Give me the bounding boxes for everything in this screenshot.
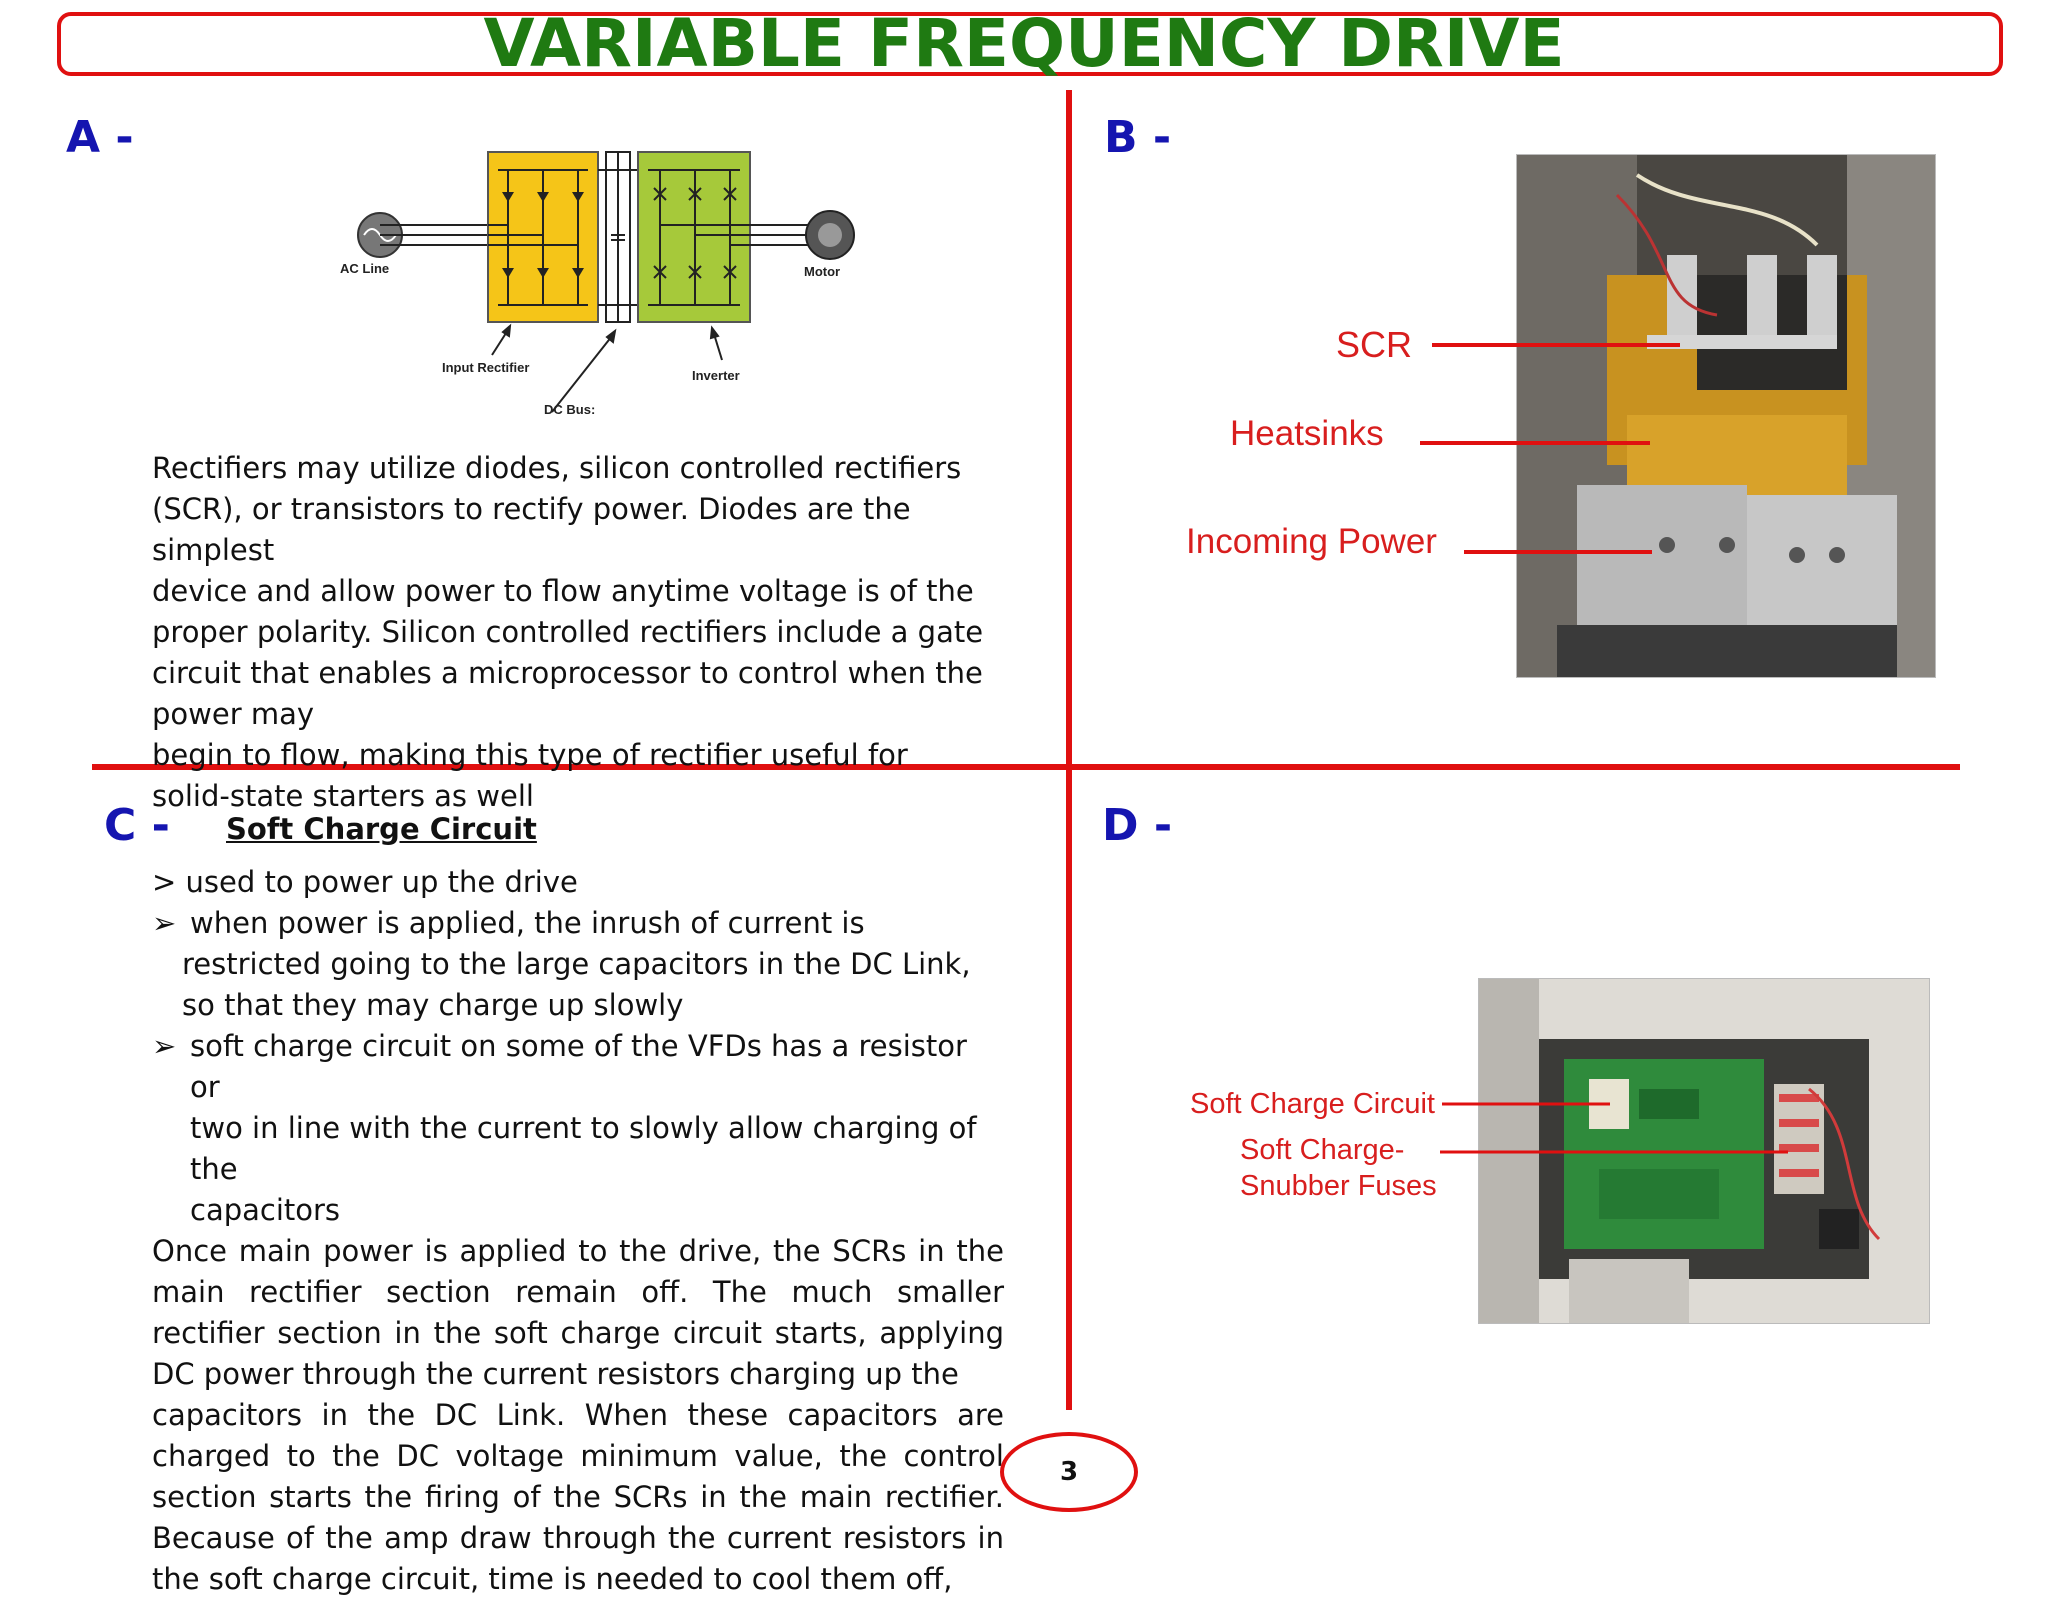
section-c-heading: Soft Charge Circuit bbox=[226, 812, 537, 846]
text-line: solid-state starters as well bbox=[152, 779, 534, 813]
ac-line-label: AC Line bbox=[340, 261, 389, 276]
page-number: 3 bbox=[1000, 1432, 1138, 1512]
text-line: capacitors bbox=[190, 1193, 341, 1227]
inverter-label: Inverter bbox=[692, 368, 740, 383]
callout-heatsinks: Heatsinks bbox=[1230, 414, 1384, 453]
text-line: restricted going to the large capacitors… bbox=[182, 947, 971, 981]
section-b-label: B - bbox=[1104, 112, 1172, 163]
text-line: proper polarity. Silicon controlled rect… bbox=[152, 615, 984, 649]
title-frame bbox=[57, 12, 2003, 76]
motor-label: Motor bbox=[804, 264, 840, 279]
vertical-divider bbox=[1066, 90, 1072, 1410]
callout-incoming-power: Incoming Power bbox=[1186, 522, 1437, 561]
callout-scr: SCR bbox=[1336, 324, 1413, 365]
text-line: circuit that enables a microprocessor to… bbox=[152, 656, 983, 690]
callout-arrows-b bbox=[1420, 343, 1680, 554]
section-a-text: Rectifiers may utilize diodes, silicon c… bbox=[152, 448, 1032, 817]
section-d-label: D - bbox=[1102, 800, 1173, 851]
scr-heatsink-photo bbox=[1516, 154, 1936, 678]
paragraph: Once main power is applied to the drive,… bbox=[152, 1234, 1004, 1391]
text-line: (SCR), or transistors to rectify power. … bbox=[152, 492, 911, 567]
section-c-label: C - bbox=[104, 800, 170, 851]
horizontal-divider bbox=[92, 764, 1960, 770]
input-rectifier-label: Input Rectifier bbox=[442, 360, 529, 375]
text-line: two in line with the current to slowly a… bbox=[190, 1111, 977, 1186]
text-line: so that they may charge up slowly bbox=[182, 988, 684, 1022]
text-line: Rectifiers may utilize diodes, silicon c… bbox=[152, 451, 962, 485]
section-c-text: > used to power up the drive ➢ when powe… bbox=[152, 862, 1004, 1600]
page-title: VARIABLE FREQUENCY DRIVE bbox=[483, 5, 1565, 82]
dc-bus-label: DC Bus: bbox=[544, 402, 595, 417]
callout-fuses-line-1: Soft Charge- bbox=[1240, 1134, 1405, 1166]
callout-arrows-d bbox=[1440, 1102, 1788, 1154]
bullet-item: ➢ soft charge circuit on some of the VFD… bbox=[152, 1026, 1004, 1231]
text-line: soft charge circuit on some of the VFDs … bbox=[190, 1029, 967, 1104]
callout-soft-charge-circuit: Soft Charge Circuit bbox=[1190, 1088, 1435, 1120]
intro-line: > used to power up the drive bbox=[152, 865, 578, 899]
callout-fuses-line-2: Snubber Fuses bbox=[1240, 1170, 1437, 1202]
text-line: when power is applied, the inrush of cur… bbox=[190, 906, 865, 940]
bullet-item: ➢ when power is applied, the inrush of c… bbox=[152, 903, 1004, 1026]
motor-icon bbox=[805, 210, 855, 260]
arrow-bullet-icon: ➢ bbox=[152, 1029, 177, 1063]
text-line: power may bbox=[152, 697, 315, 731]
paragraph: capacitors in the DC Link. When these ca… bbox=[152, 1398, 1004, 1596]
arrow-bullet-icon: ➢ bbox=[152, 906, 177, 940]
vfd-block-diagram: AC Line Motor Input Rectifier DC Bus: In… bbox=[340, 151, 855, 417]
scr-assembly-illustration bbox=[1517, 155, 1935, 677]
text-line: device and allow power to flow anytime v… bbox=[152, 574, 974, 608]
section-a-label: A - bbox=[66, 112, 134, 163]
text-line: begin to flow, making this type of recti… bbox=[152, 738, 908, 772]
